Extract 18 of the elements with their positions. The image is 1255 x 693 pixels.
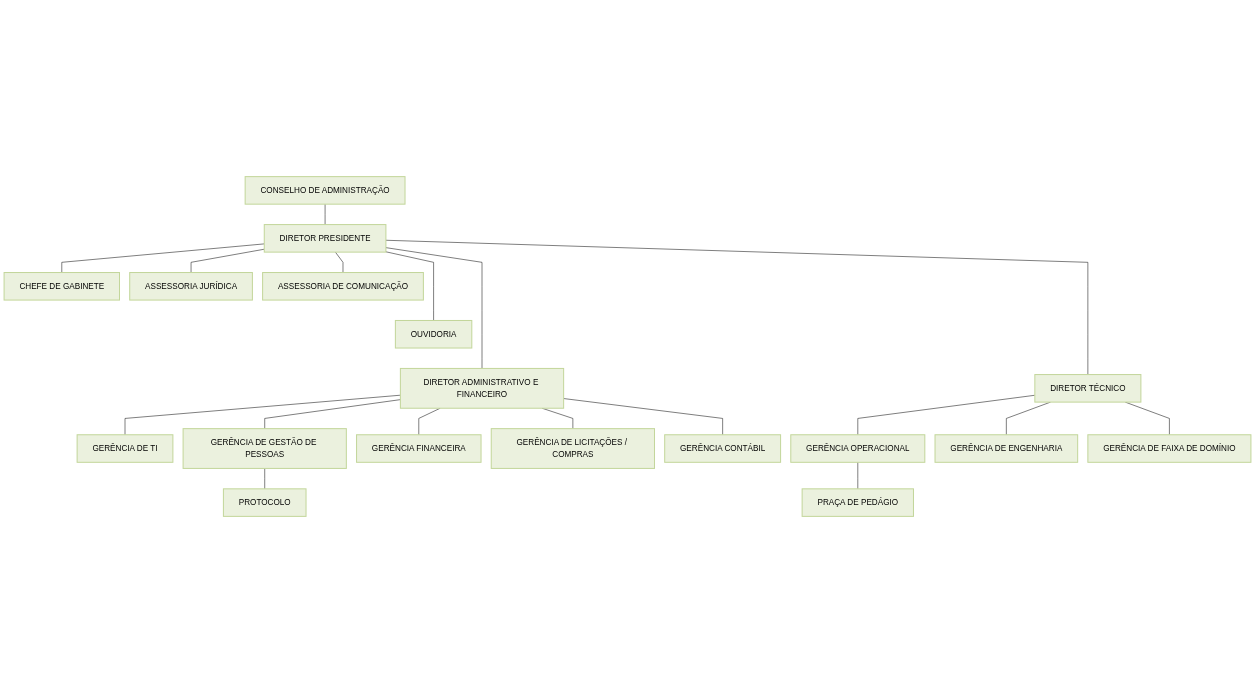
node-box: PROTOCOLO	[222, 488, 307, 517]
node-box: PRAÇA DE PEDÁGIO	[801, 488, 914, 517]
node-box: GERÊNCIA DE FAIXA DE DOMÍNIO	[1087, 434, 1252, 463]
node-box: GERÊNCIA FINANCEIRA	[356, 434, 482, 463]
node-box: CONSELHO DE ADMINISTRAÇÃO	[244, 176, 406, 205]
node-box: GERÊNCIA DE LICITAÇÕES / COMPRAS	[490, 428, 655, 469]
node-box: GERÊNCIA DE GESTÃO DE PESSOAS	[182, 428, 347, 469]
node-box: GERÊNCIA CONTÁBIL	[664, 434, 782, 463]
node-box: ASSESSORIA DE COMUNICAÇÃO	[262, 272, 424, 301]
node-box: OUVIDORIA	[394, 319, 473, 349]
node-box: DIRETOR TÉCNICO	[1034, 374, 1142, 403]
node-box: DIRETOR ADMINISTRATIVO E FINANCEIRO	[399, 367, 565, 409]
node-box: DIRETOR PRESIDENTE	[263, 224, 387, 253]
node-box: GERÊNCIA DE ENGENHARIA	[934, 434, 1079, 463]
node-box: GERÊNCIA DE TI	[76, 434, 174, 463]
node-box: GERÊNCIA OPERACIONAL	[790, 434, 926, 463]
node-box: CHEFE DE GABINETE	[3, 272, 120, 301]
node-box: ASSESSORIA JURÍDICA	[129, 272, 253, 301]
